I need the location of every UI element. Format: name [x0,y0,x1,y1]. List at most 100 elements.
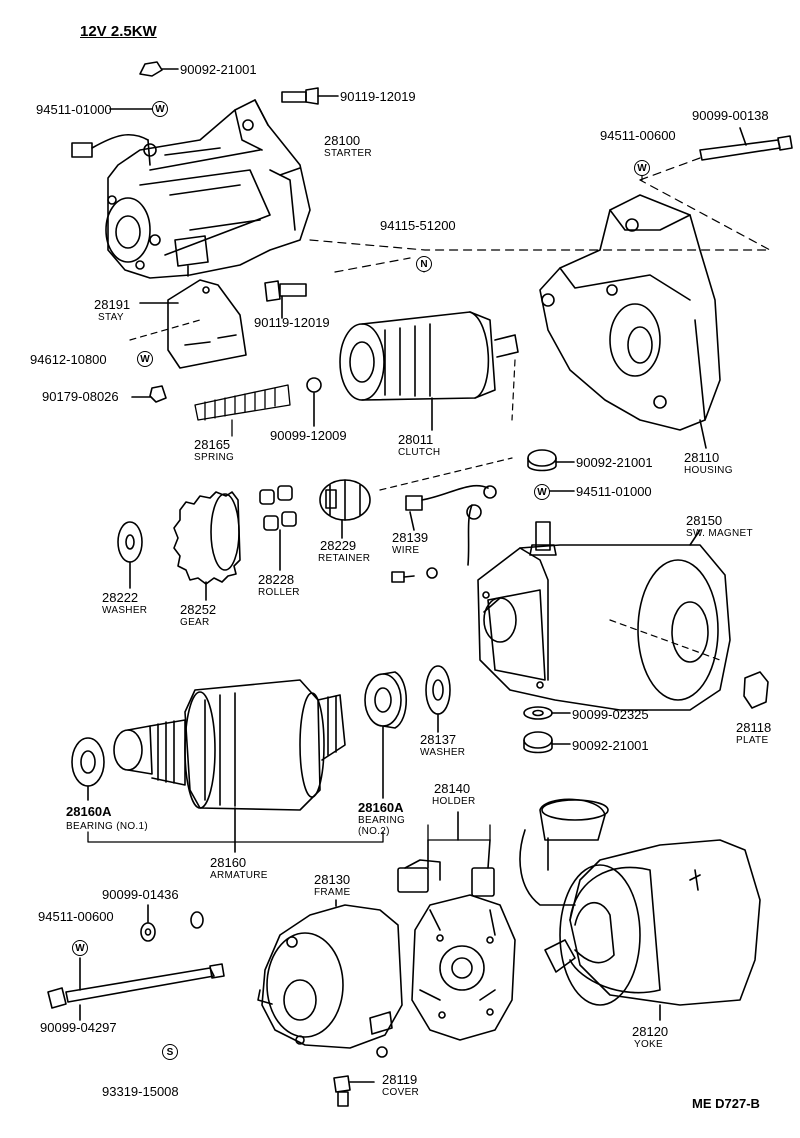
washer-mark-icon: W [152,101,168,117]
plate-drawing [743,671,769,709]
part-28130: 28130 [314,872,351,887]
name-sw-magnet: SW. MAGNET [686,528,753,539]
part-90099-00138: 90099-00138 [692,108,769,123]
diagram-reference-code: ME D727-B [692,1096,760,1111]
bearing-no1 [71,737,105,801]
bearing-group-bracket [87,831,384,843]
part-28118: 28118 [736,720,772,735]
long-bolt-top [699,127,793,161]
name-plate: PLATE [736,735,769,746]
part-90179-08026: 90179-08026 [42,389,119,404]
bolt-mid [264,280,307,319]
part-28119: 28119 [382,1072,418,1087]
housing-drawing [539,194,721,449]
name-washer-28222: WASHER [102,605,148,616]
name-bearing-no2-line1: BEARING [358,815,406,826]
washer-28137 [425,665,451,733]
part-90092-21001-low: 90092-21001 [572,738,649,753]
part-90099-01436: 90099-01436 [102,887,179,902]
alignment-line-mid [379,457,513,491]
name-stay: STAY [98,312,124,323]
clutch-drawing [339,311,519,431]
part-93319-15008: 93319-15008 [102,1084,179,1099]
yoke-drawing [519,798,761,1021]
part-28120: 28120 [632,1024,669,1039]
screw-mark-icon: S [162,1044,178,1060]
name-frame: FRAME [314,887,351,898]
starter-assembly-drawing [71,99,311,279]
diagram-title: 12V 2.5KW [80,23,157,40]
frame-drawing [257,899,403,1058]
name-bearing-no1: BEARING (NO.1) [66,821,148,832]
part-28011: 28011 [398,432,434,447]
part-28228: 28228 [258,572,295,587]
washer-mark-icon: W [534,484,550,500]
washer-28222 [117,521,143,589]
part-90092-21001-top: 90092-21001 [180,62,257,77]
part-94612-10800: 94612-10800 [30,352,107,367]
part-28222: 28222 [102,590,139,605]
washer-mark-icon: W [634,160,650,176]
part-28160a-no1: 28160A [66,804,112,819]
part-28165: 28165 [194,437,231,452]
name-bearing-no2-line2: (NO.2) [358,826,390,837]
small-washers [140,904,204,942]
wire-drawing [391,484,497,583]
name-clutch: CLUTCH [398,447,441,458]
part-94511-01000-top: 94511-01000 [36,102,112,117]
switch-magnet-drawing [477,521,731,711]
gear-drawing [173,491,241,601]
nut-small [149,385,167,403]
steel-ball [306,377,322,393]
part-28100: 28100 [324,133,361,148]
part-90119-12019-mid: 90119-12019 [254,315,330,330]
washer-mark-icon: W [72,940,88,956]
name-gear: GEAR [180,617,210,628]
name-starter: STARTER [324,148,372,159]
part-28160a-no2: 28160A [358,800,404,815]
alignment-lines-top [309,157,771,273]
top-fasteners [109,61,339,110]
part-28252: 28252 [180,602,217,617]
washer-mark-icon: W [137,351,153,367]
name-cover: COVER [382,1087,420,1098]
part-94511-00600-low: 94511-00600 [38,909,114,924]
through-bolt [47,957,225,1021]
part-90099-04297: 90099-04297 [40,1020,117,1035]
part-90099-02325: 90099-02325 [572,707,649,722]
name-retainer: RETAINER [318,553,371,564]
part-90099-12009: 90099-12009 [270,428,347,443]
part-94511-01000-mid: 94511-01000 [576,484,652,499]
armature-drawing [113,679,346,853]
brush-holder-drawing [397,811,516,1041]
part-28229: 28229 [320,538,357,553]
part-94511-00600-top: 94511-00600 [600,128,676,143]
part-28139: 28139 [392,530,429,545]
sw-magnet-fasteners [527,449,575,492]
name-yoke: YOKE [634,1039,663,1050]
bearing-no2 [364,671,407,799]
name-housing: HOUSING [684,465,733,476]
name-roller: ROLLER [258,587,300,598]
part-28110: 28110 [684,450,720,465]
part-28140: 28140 [434,781,471,796]
nut-mark-icon: N [416,256,432,272]
name-washer-28137: WASHER [420,747,466,758]
part-28191: 28191 [94,297,131,312]
part-28160: 28160 [210,855,247,870]
part-90092-21001-mid: 90092-21001 [576,455,653,470]
part-94115-51200: 94115-51200 [380,218,456,233]
lower-magnet-fasteners [523,706,571,754]
name-holder: HOLDER [432,796,476,807]
name-armature: ARMATURE [210,870,268,881]
part-90119-12019-top: 90119-12019 [340,89,416,104]
cover-screw [333,1075,375,1107]
name-wire: WIRE [392,545,420,556]
stay-bracket [129,279,247,369]
rollers-drawing [259,485,297,571]
part-28137: 28137 [420,732,457,747]
name-spring: SPRING [194,452,235,463]
spring-drawing [194,384,291,437]
